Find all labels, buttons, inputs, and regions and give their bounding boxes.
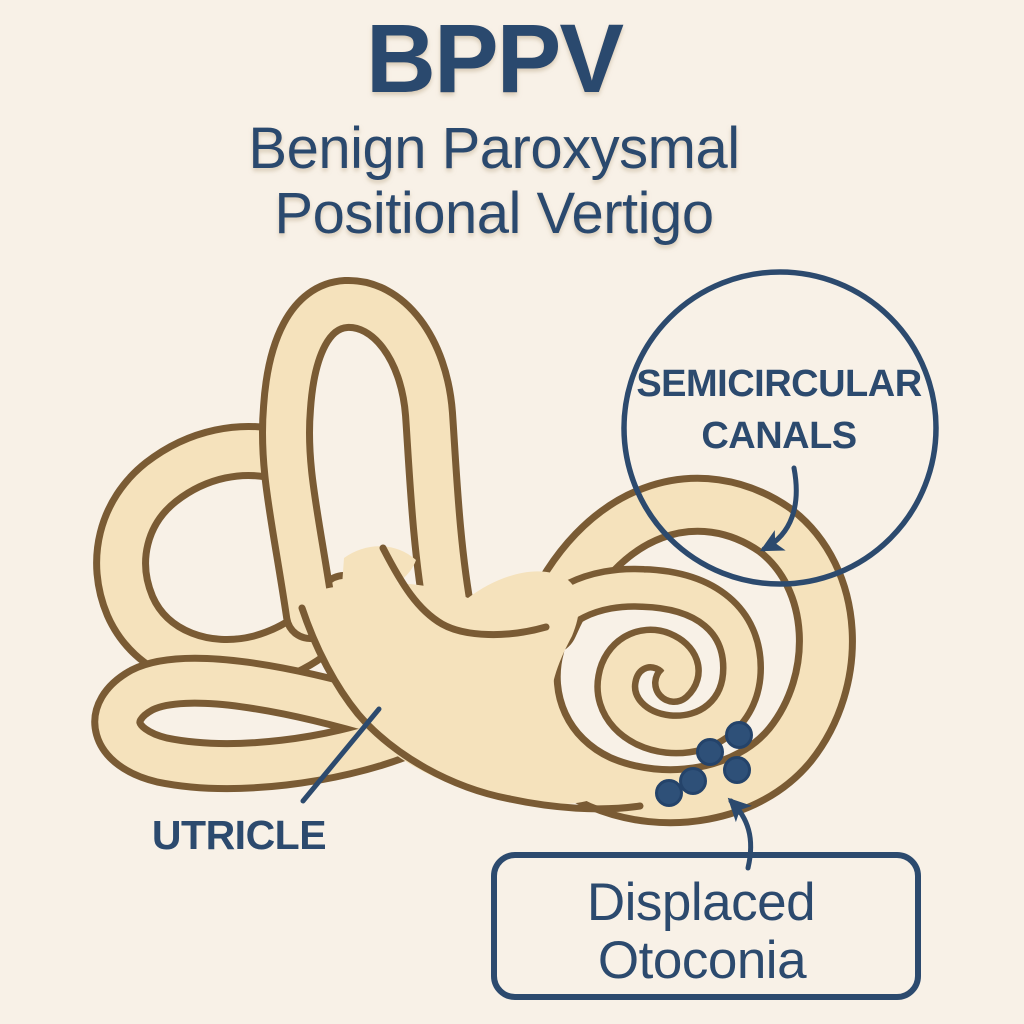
otoconia-dots (655, 721, 753, 807)
superior-canal (258, 277, 476, 645)
semicircular-canals-callout: SEMICIRCULAR CANALS (621, 269, 939, 587)
cochlea-outer-tube (507, 481, 849, 820)
cochlea-outer-turn (500, 474, 856, 827)
vestibule-neck-crease (379, 544, 550, 639)
superior-canal-tube (265, 284, 469, 638)
posterior-canal-tube (98, 661, 417, 785)
subtitle-line-2: Positional Vertigo (274, 181, 713, 246)
displaced-otoconia-arrow-icon (727, 797, 754, 871)
utricle-label: UTRICLE (152, 812, 326, 858)
semicircular-canals-label-line-1: SEMICIRCULAR (636, 363, 921, 405)
semicircular-canals-callout-circle (621, 269, 939, 587)
semicircular-canals-label-line-2: CANALS (701, 415, 856, 457)
subtitle-line-1: Benign Paroxysmal (248, 116, 739, 181)
displaced-otoconia-label-line-1: Displaced (587, 873, 815, 932)
otoconia-dot (655, 779, 683, 807)
title-block: BPPV Benign Paroxysmal Positional Vertig… (248, 4, 740, 246)
displaced-otoconia-callout: Displaced Otoconia (491, 797, 921, 1000)
inner-ear-illustration (91, 277, 856, 827)
displaced-otoconia-label-line-2: Otoconia (598, 931, 807, 990)
posterior-canal (91, 654, 424, 792)
lateral-canal-tube (100, 430, 365, 685)
semicircular-canals-arrow-icon (759, 465, 799, 552)
utricle-callout: UTRICLE (152, 706, 382, 858)
otoconia-dot (696, 738, 724, 766)
page-title: BPPV (366, 4, 624, 113)
vestibule-outline (298, 604, 644, 813)
cochlea-inner-tube (519, 572, 758, 750)
otoconia-dot (725, 721, 753, 749)
displaced-otoconia-box (491, 852, 921, 1000)
cochlea-inner-turn (513, 565, 764, 757)
lateral-canal (93, 423, 372, 692)
otoconia-dot (679, 767, 707, 795)
utricle-leader-line (300, 706, 382, 804)
otoconia-dot (723, 756, 751, 784)
